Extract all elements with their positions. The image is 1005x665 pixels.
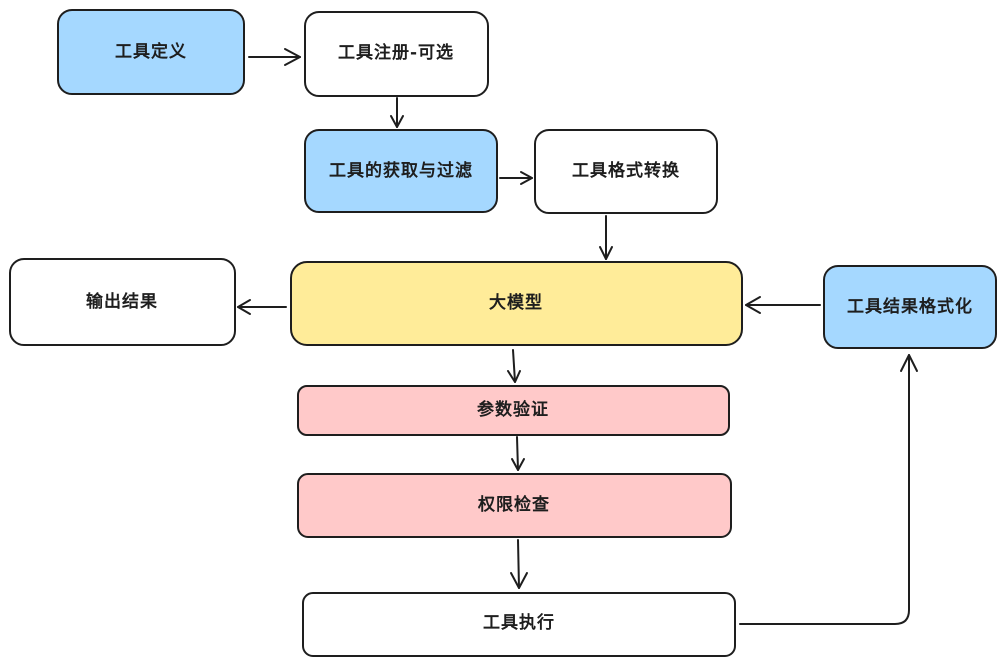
- node-tool-definition-label: 工具定义: [115, 41, 187, 62]
- edge-llm-to-output-result: [237, 299, 287, 315]
- node-output-result[interactable]: 输出结果: [9, 258, 236, 346]
- edge-execution-to-result-format: [739, 354, 918, 625]
- node-param-validation-box: [297, 385, 730, 436]
- node-tool-definition[interactable]: 工具定义: [57, 9, 245, 95]
- edge-result-format-to-llm: [745, 296, 821, 314]
- node-tool-result-format-label: 工具结果格式化: [847, 296, 973, 317]
- node-permission-check-box: [297, 473, 732, 538]
- node-tool-execution-label: 工具执行: [483, 612, 555, 633]
- node-param-validation-label: 参数验证: [477, 399, 549, 420]
- node-tool-result-format[interactable]: 工具结果格式化: [823, 265, 997, 349]
- node-llm-label: 大模型: [489, 292, 543, 313]
- node-tool-format-convert-box: [534, 129, 718, 214]
- node-tool-execution-box: [302, 592, 736, 657]
- node-tool-registration-box: [304, 11, 489, 97]
- node-tool-execution[interactable]: 工具执行: [302, 592, 736, 657]
- node-llm[interactable]: 大模型: [290, 261, 743, 346]
- node-permission-check[interactable]: 权限检查: [297, 473, 732, 538]
- node-permission-check-label: 权限检查: [477, 494, 550, 515]
- node-tool-format-convert-label: 工具格式转换: [572, 160, 680, 181]
- node-tool-format-convert[interactable]: 工具格式转换: [534, 129, 718, 214]
- node-output-result-label: 输出结果: [86, 291, 158, 312]
- node-tool-fetch-filter-box: [304, 129, 498, 213]
- node-llm-box: [290, 261, 743, 346]
- edge-tool-definition-to-registration: [248, 48, 301, 66]
- node-tool-definition-box: [57, 9, 245, 95]
- node-param-validation[interactable]: 参数验证: [297, 385, 730, 436]
- edges: [237, 48, 918, 625]
- edge-format-convert-to-llm: [599, 215, 613, 260]
- node-tool-registration-label: 工具注册-可选: [338, 42, 454, 63]
- node-tool-result-format-box: [823, 265, 997, 349]
- edge-registration-to-fetch-filter: [390, 97, 404, 128]
- node-tool-fetch-filter-label: 工具的获取与过滤: [329, 160, 473, 181]
- edge-fetch-filter-to-format-convert: [499, 171, 533, 185]
- node-tool-registration[interactable]: 工具注册-可选: [304, 11, 489, 97]
- edge-param-validation-to-permission-check: [511, 436, 525, 471]
- node-output-result-box: [9, 258, 236, 346]
- edge-llm-to-param-validation: [507, 349, 521, 383]
- node-tool-fetch-filter[interactable]: 工具的获取与过滤: [304, 129, 498, 213]
- edge-permission-check-to-execution: [510, 539, 528, 589]
